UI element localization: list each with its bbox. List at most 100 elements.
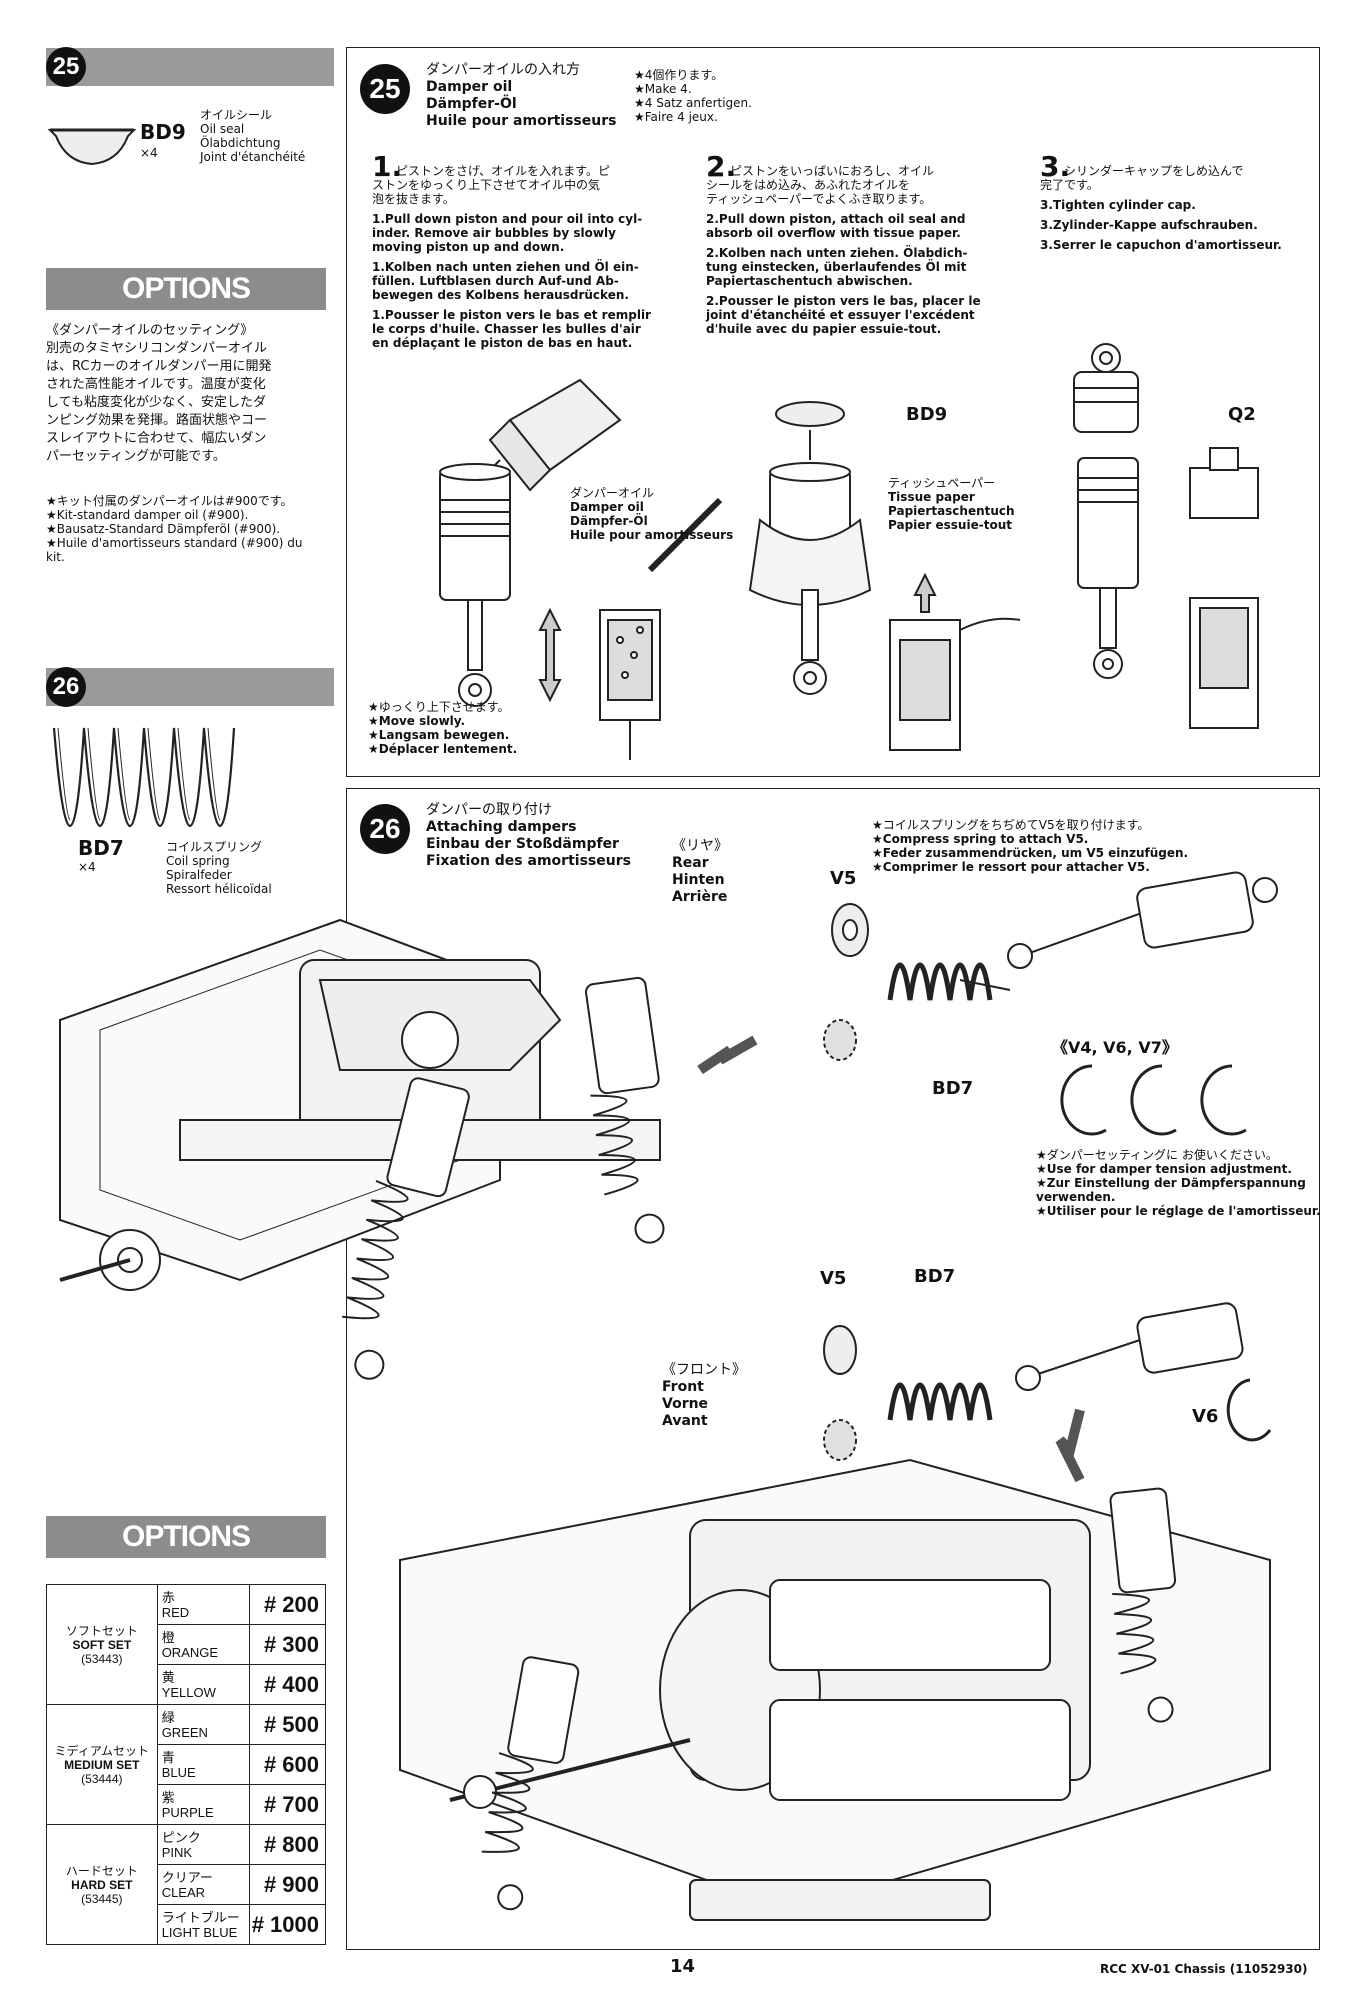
oil-number-cell: #1000 (248, 1904, 327, 1945)
tissue-label-jp: ティッシュペーパー (888, 476, 996, 490)
substep3-text: シリンダーキャップをしめ込んで 完了です。 3.Tighten cylinder… (1040, 164, 1310, 252)
bd7-labels: コイルスプリング Coil spring Spiralfeder Ressort… (166, 840, 272, 896)
tissue-label-fr: Papier essuie-tout (888, 518, 1012, 532)
bd7-coil-spring-icon (52, 727, 236, 828)
options1-text: 《ダンパーオイルのセッティング》 別売のタミヤシリコンダンパーオイル は、RCカ… (46, 322, 336, 466)
v-options-label: 《V4, V6, V7》 (1052, 1038, 1178, 1057)
front-label-en: Front (662, 1379, 704, 1395)
oil-seal-illustration (748, 401, 1021, 751)
cylinder-cap-illustration (1073, 343, 1259, 729)
step25-title: ダンパーオイルの入れ方 Damper oil Dämpfer-Öl Huile … (426, 62, 616, 130)
compress-line: ★コイルスプリングをちぢめてV5を取り付けます。 (872, 818, 1150, 832)
slow-line: ★Langsam bewegen. (368, 728, 510, 742)
substep2-line: 2.Pull down piston, attach oil seal and (706, 212, 966, 226)
substep1-line: füllen. Luftblasen durch Auf-und Ab- (372, 274, 619, 288)
options1-note: ★キット付属のダンパーオイルは#900です。 (46, 494, 293, 508)
tissue-label-en: Tissue paper (888, 490, 975, 504)
bd7-qty: ×4 (78, 860, 96, 874)
step26-title-en: Attaching dampers (426, 819, 577, 835)
oil-number-cell: #600 (248, 1744, 327, 1785)
oil-color-en: LIGHT BLUE (161, 1924, 238, 1940)
oil-color-en: CLEAR (161, 1884, 206, 1900)
options1-line: パーセッティングが可能です。 (46, 449, 226, 464)
oil-number-cell: #800 (248, 1824, 327, 1865)
substep1-line: en déplaçant le piston de bas en haut. (372, 336, 633, 350)
make-line: ★4 Satz anfertigen. (634, 96, 752, 110)
oil-number: 600 (282, 1751, 319, 1777)
set-name-jp: ミディアムセット (54, 1743, 149, 1758)
compress-spring-note: ★コイルスプリングをちぢめてV5を取り付けます。 ★Compress sprin… (872, 818, 1188, 874)
bd9-callout: BD9 (906, 404, 948, 425)
front-label-jp: 《フロント》 (662, 1362, 746, 1378)
hash-symbol: # (264, 1591, 277, 1617)
bd9-qty: ×4 (140, 146, 158, 160)
front-label-fr: Avant (662, 1413, 708, 1429)
v5-bottom-callout: V5 (820, 1268, 847, 1289)
oil-number-cell: #200 (248, 1584, 327, 1625)
bd9-oil-seal-icon (47, 128, 137, 166)
oil-number: 800 (282, 1831, 319, 1857)
substep2-line: d'huile avec du papier essuie-tout. (706, 322, 942, 336)
substep1-line: moving piston up and down. (372, 240, 565, 254)
oil-label-en: Damper oil (570, 500, 644, 514)
bd9-code: BD9 (140, 120, 186, 144)
substep2-line: absorb oil overflow with tissue paper. (706, 226, 961, 240)
oil-color-en: YELLOW (161, 1684, 216, 1700)
v5-top-callout: V5 (830, 868, 857, 889)
front-label-de: Vorne (662, 1396, 709, 1412)
compress-line: ★Feder zusammendrücken, um V5 einzufügen… (872, 846, 1189, 860)
substep1-line: le corps d'huile. Chasser les bulles d'a… (372, 322, 641, 336)
options1-line: された高性能オイルです。温度が変化 (46, 377, 266, 392)
substep2-line: ティッシュペーパーでよくふき取ります。 (706, 192, 932, 206)
tension-line: verwenden. (1036, 1190, 1116, 1204)
set-name-en: HARD SET (71, 1877, 133, 1892)
oil-number: 700 (282, 1791, 319, 1817)
rear-label-fr: Arrière (672, 889, 728, 905)
set-name-en: SOFT SET (72, 1637, 132, 1652)
slow-line: ★Déplacer lentement. (368, 742, 518, 756)
substep2-line: Papiertaschentuch abwischen. (706, 274, 913, 288)
tension-note: ★ダンパーセッティングに お使いください。 ★Use for damper te… (1036, 1148, 1321, 1218)
oil-label-de: Dämpfer-Öl (570, 514, 648, 528)
step25-title-de: Dämpfer-Öl (426, 96, 517, 112)
options1-line: しても粘度変化が少なく、安定したダ (46, 395, 266, 410)
bd7-top-callout: BD7 (932, 1078, 974, 1099)
slow-line: ★Move slowly. (368, 714, 466, 728)
oil-label: ダンパーオイル Damper oil Dämpfer-Öl Huile pour… (570, 486, 733, 542)
rear-chassis-illustration (59, 918, 758, 1380)
oil-number: 500 (282, 1711, 319, 1737)
bd9-fr: Joint d'étanchéité (200, 150, 306, 164)
oil-color-en: PINK (161, 1844, 193, 1860)
step25-make-note: ★4個作ります。 ★Make 4. ★4 Satz anfertigen. ★F… (634, 68, 752, 124)
tension-line: ★Utiliser pour le réglage de l'amortisse… (1036, 1204, 1321, 1218)
oil-color-jp: 赤 (161, 1589, 175, 1605)
options1-line: 《ダンパーオイルのセッティング》 (46, 323, 254, 338)
v6-callout: V6 (1192, 1406, 1219, 1427)
substep2-number: 2. (706, 150, 737, 183)
oil-color-en: ORANGE (161, 1644, 219, 1660)
substep3-number: 3. (1040, 150, 1071, 183)
options1-note: ★Huile d'amortisseurs standard (#900) du (46, 536, 303, 550)
step25-number: 25 (360, 64, 410, 114)
tension-line: ★Zur Einstellung der Dämpferspannung (1036, 1176, 1306, 1190)
step26-number: 26 (360, 804, 410, 854)
substep3-line: 完了です。 (1040, 178, 1099, 192)
oil-color-jp: 橙 (161, 1629, 175, 1645)
rear-damper-exploded-illustration (823, 871, 1278, 1061)
oil-number-cell: #700 (248, 1784, 327, 1825)
substep1-line: 1.Pull down piston and pour oil into cyl… (372, 212, 643, 226)
options1-note: ★Bausatz-Standard Dämpferöl (#900). (46, 522, 281, 536)
hash-symbol: # (264, 1711, 277, 1737)
